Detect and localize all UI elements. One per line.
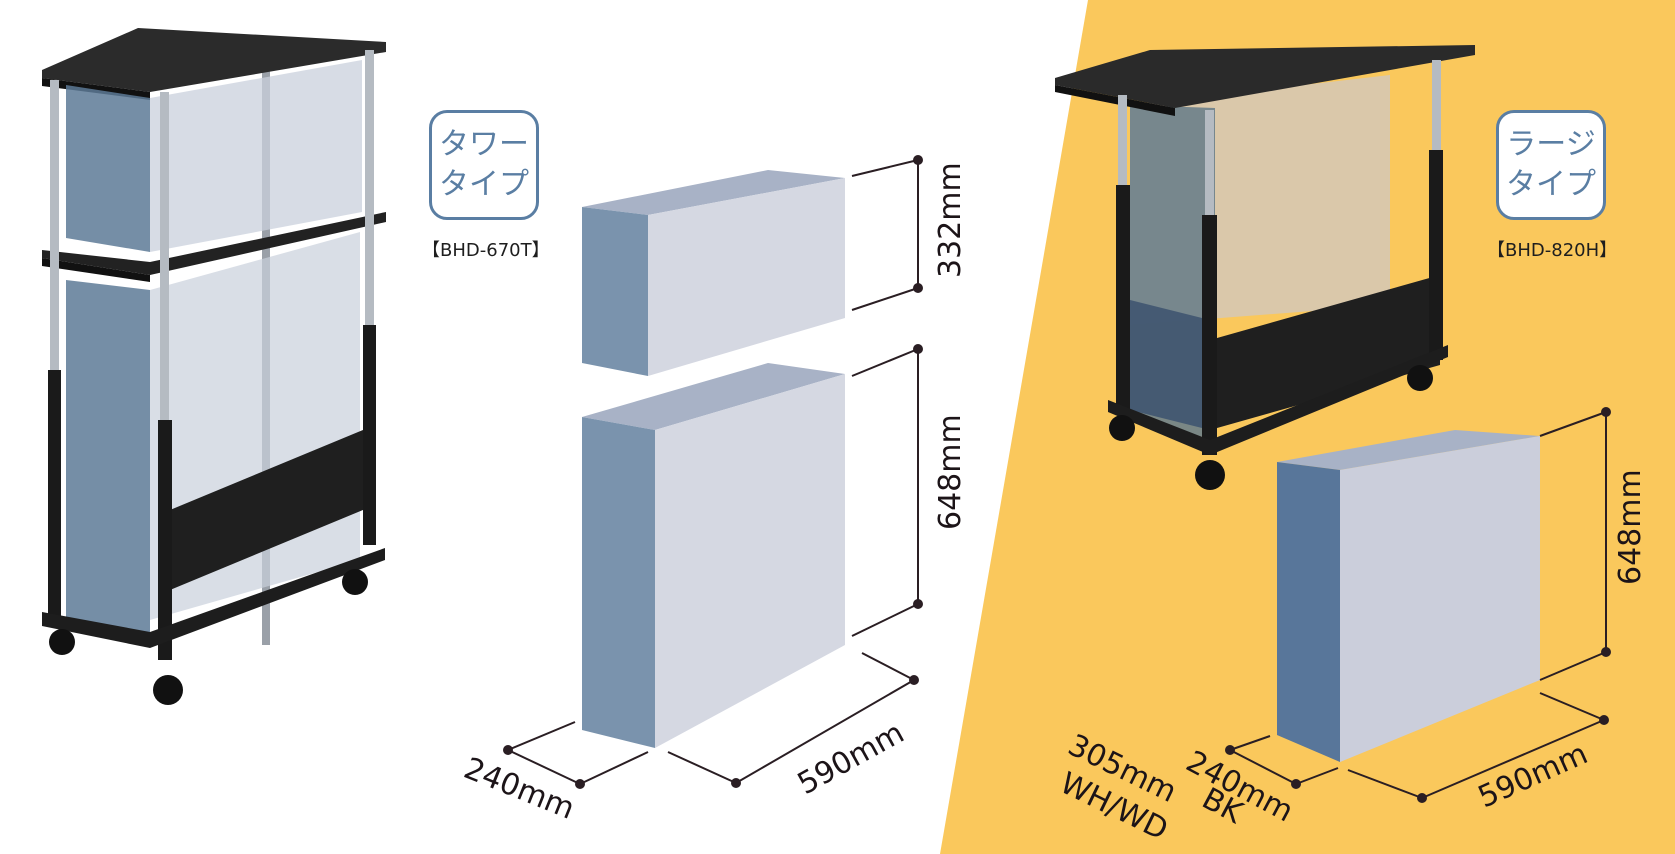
tower-dimension-lines [507, 159, 919, 785]
tower-lower-height-label: 648mm [933, 414, 968, 530]
large-type-badge-line1: ラージ [1506, 127, 1596, 162]
tower-type-badge-line1: タワー [439, 127, 529, 162]
tower-model-number: 【BHD-670T】 [422, 240, 550, 261]
large-height-label: 648mm [1613, 469, 1648, 585]
tower-upper-height-label: 332mm [933, 162, 968, 278]
tower-upper-box [582, 170, 845, 376]
tower-type-badge: タワー タイプ [429, 110, 539, 220]
large-box [1277, 430, 1540, 762]
tower-dimension-endpoints [503, 155, 923, 789]
large-model-number: 【BHD-820H】 [1487, 240, 1618, 261]
tower-desk-illustration [42, 28, 386, 705]
tower-depth-label: 240mm [459, 751, 579, 827]
large-type-badge-line2: タイプ [1506, 167, 1596, 202]
large-desk-illustration [1055, 45, 1475, 490]
large-dimension-endpoints [1225, 407, 1611, 803]
large-dimension-lines [1229, 411, 1607, 799]
tower-type-badge-line2: タイプ [439, 167, 529, 202]
large-type-badge: ラージ タイプ [1496, 110, 1606, 220]
tower-width-label: 590mm [792, 715, 910, 802]
tower-lower-box [582, 363, 845, 748]
